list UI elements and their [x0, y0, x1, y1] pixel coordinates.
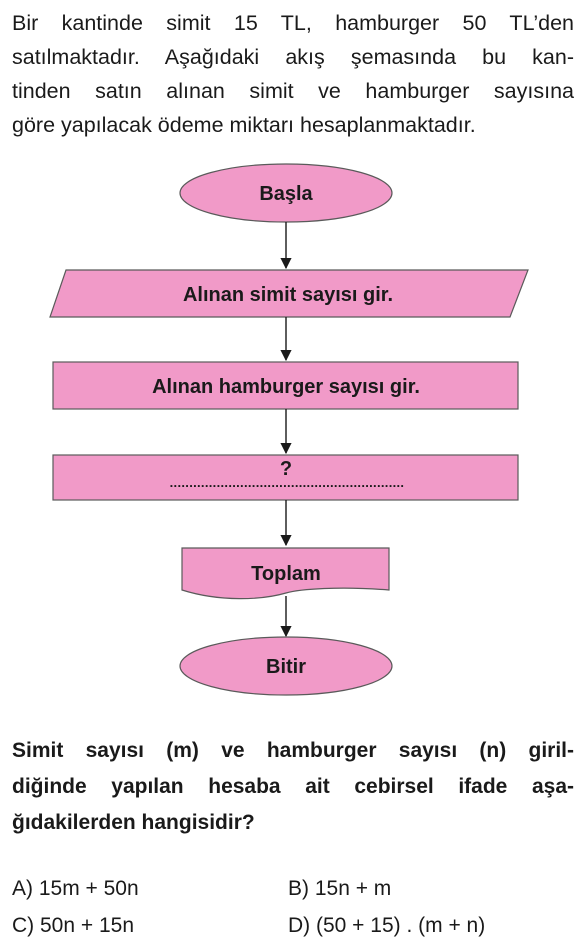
problem-line-1: Bir kantinde simit 15 TL, hamburger 50 T… [12, 11, 574, 35]
problem-line-3: tinden satın alınan simit ve hamburger s… [12, 79, 574, 103]
input-hamburger-label: Alınan hamburger sayısı gir. [152, 376, 420, 398]
option-d[interactable]: D) (50 + 15) . (m + n) [288, 914, 486, 937]
question-line-1: Simit sayısı (m) ve hamburger sayısı (n)… [12, 739, 574, 762]
process-question-mark: ? [280, 458, 292, 480]
problem-text: Bir kantinde simit 15 TL, hamburger 50 T… [12, 6, 574, 142]
question-line-2: diğinde yapılan hesaba ait cebirsel ifad… [12, 775, 574, 798]
input-hamburger-box [52, 361, 519, 410]
option-c[interactable]: C) 50n + 15n [12, 914, 135, 937]
option-a[interactable]: A) 15m + 50n [12, 877, 139, 900]
problem-line-4: göre yapılacak ödeme miktarı hesaplanmak… [12, 113, 476, 137]
option-b[interactable]: B) 15n + m [288, 877, 392, 900]
output-label: Toplam [251, 563, 321, 585]
output-document-box [181, 547, 390, 600]
input-simit-label: Alınan simit sayısı gir. [183, 284, 393, 306]
end-label: Bitir [266, 656, 306, 678]
question-text: Simit sayısı (m) ve hamburger sayısı (n)… [12, 733, 574, 841]
process-blank-dots: ........................................… [170, 475, 405, 490]
process-box [52, 454, 519, 501]
flowchart: Başla Alınan simit sayısı gir. Alınan ha… [49, 163, 529, 696]
input-simit-box [49, 269, 529, 318]
question-line-3: ğıdakilerden hangisidir? [12, 811, 255, 834]
end-terminator [179, 636, 393, 696]
problem-line-2: satılmaktadır. Aşağıdaki akış şemasında … [12, 45, 574, 69]
start-label: Başla [259, 183, 313, 205]
